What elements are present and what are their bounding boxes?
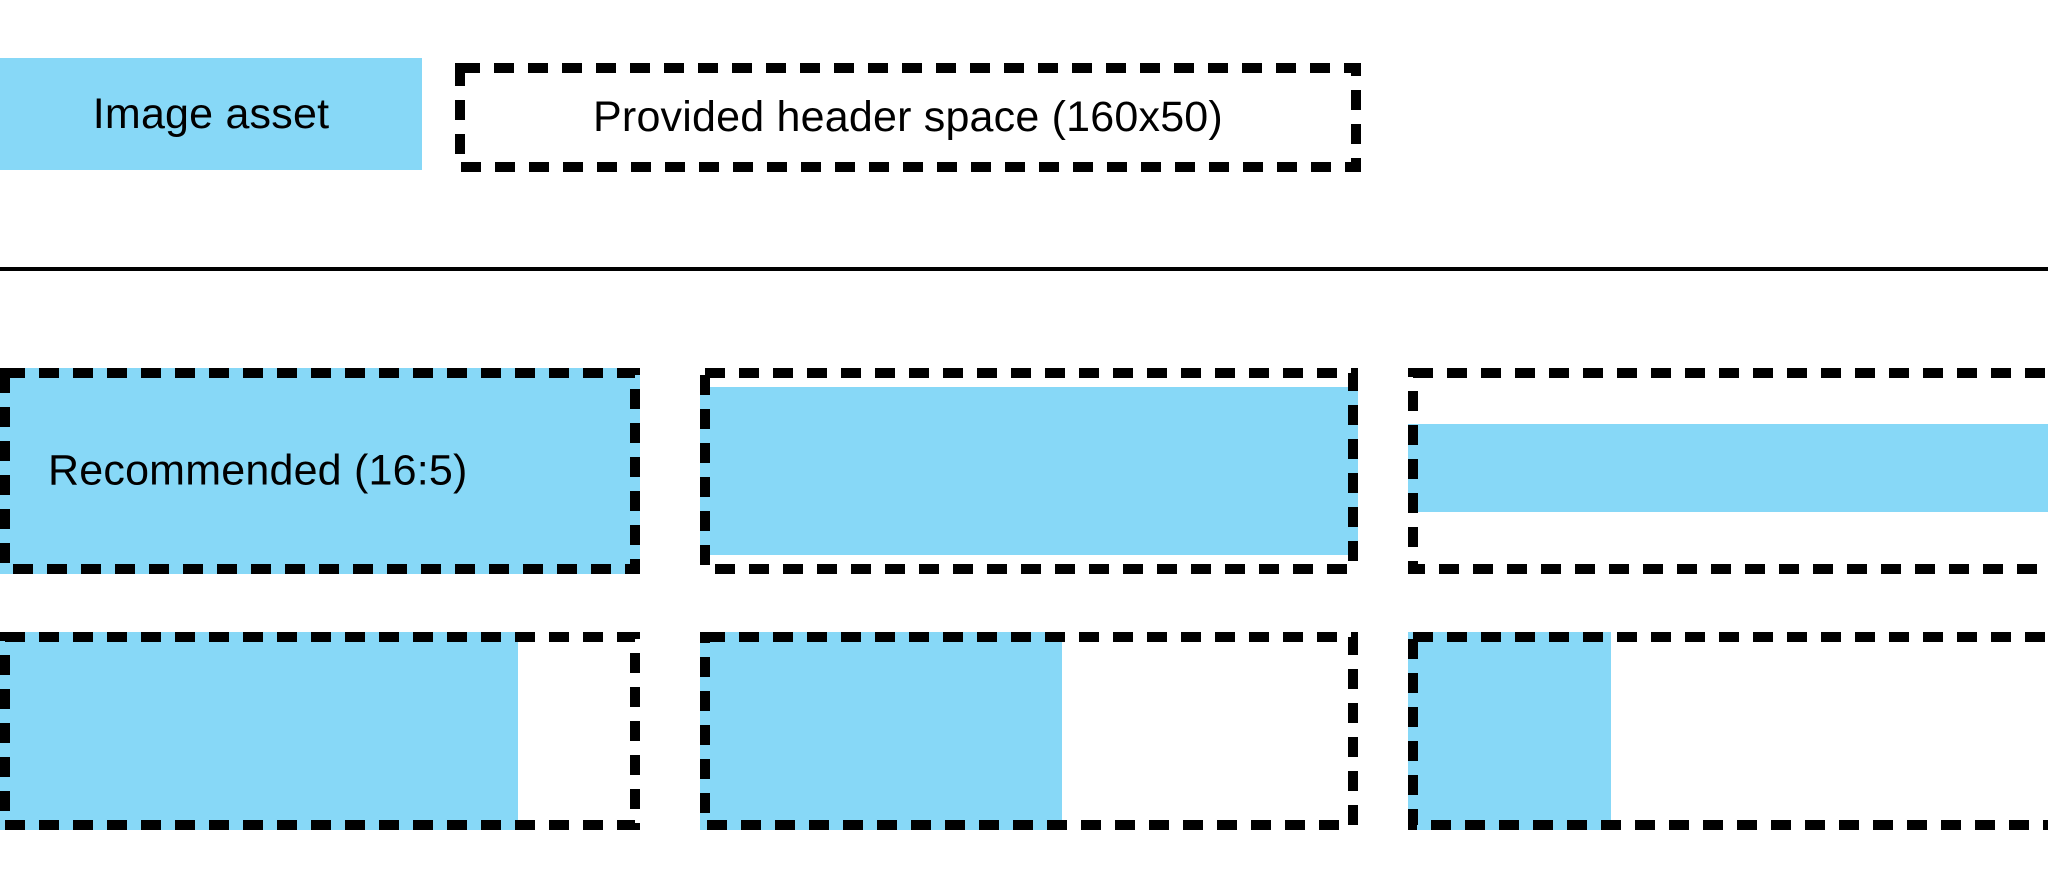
- asset-fill: [0, 632, 519, 830]
- provided-header-space-box: Provided header space (160x50): [455, 63, 1361, 172]
- asset-fill: [700, 386, 1358, 556]
- asset-fill: [700, 632, 1062, 830]
- asset-fill: [1408, 423, 2048, 513]
- cell-row2-col1: [0, 632, 640, 830]
- legend-row: Image asset Provided header space (160x5…: [0, 58, 2048, 174]
- cell-recommended: Recommended (16:5): [0, 368, 640, 574]
- recommended-ratio-label: Recommended (16:5): [48, 446, 468, 495]
- image-asset-swatch: Image asset: [0, 58, 422, 170]
- cell-row1-col2: [700, 368, 1358, 574]
- cell-row2-col2: [700, 632, 1358, 830]
- ratio-row-1: Recommended (16:5): [0, 368, 2048, 574]
- provided-header-space-label: Provided header space (160x50): [593, 93, 1223, 141]
- asset-fill: [1408, 632, 1611, 830]
- ratio-row-2: [0, 632, 2048, 830]
- section-divider: [0, 267, 2048, 271]
- cell-row2-col3: [1408, 632, 2048, 830]
- cell-row1-col3: [1408, 368, 2048, 574]
- image-asset-label: Image asset: [92, 89, 330, 138]
- ratio-grid: Recommended (16:5): [0, 368, 2048, 838]
